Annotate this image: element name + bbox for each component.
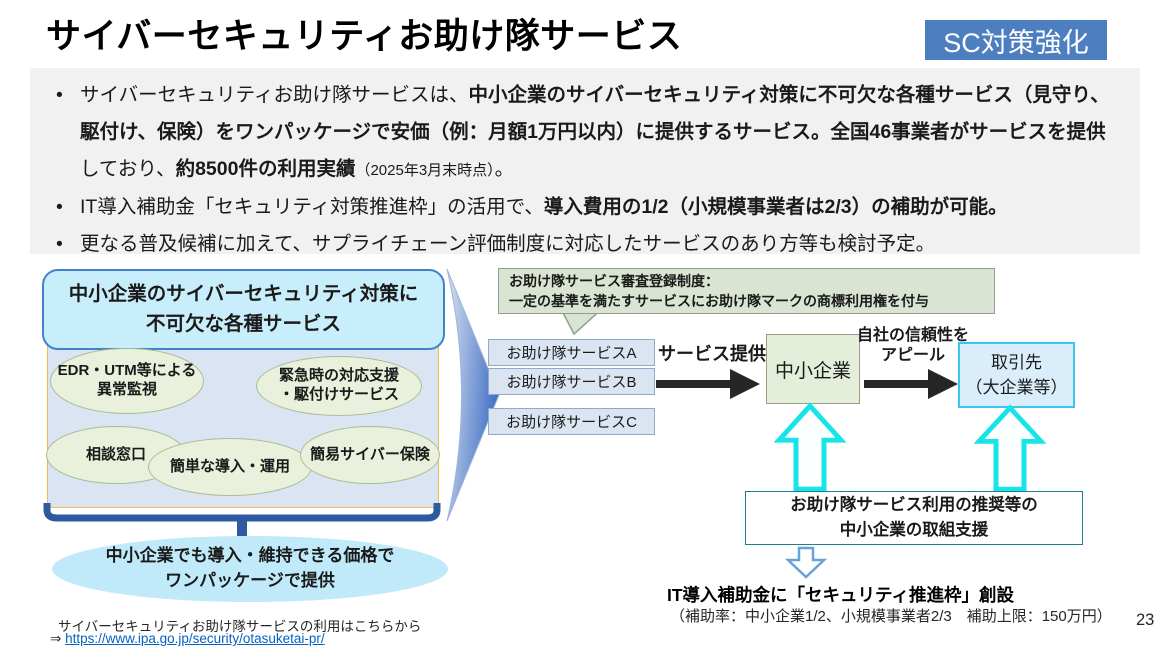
arrow-right-icon — [656, 369, 760, 399]
partner-box: 取引先 （大企業等） — [958, 342, 1075, 408]
sc-badge: SC対策強化 — [925, 20, 1107, 60]
bullet-text-bold: 導入費用の1/2（小規模事業者は2/3）の補助が可能。 — [543, 196, 1008, 218]
bullet-text: 更なる普及候補に加えて、サプライチェーン評価制度に対応したサービスのあり方等も検… — [80, 233, 936, 255]
provider-box-b: お助け隊サービスB — [488, 368, 655, 395]
summary-bullet-list: • サイバーセキュリティお助け隊サービスは、中小企業のサイバーセキュリティ対策に不… — [30, 68, 1140, 263]
arrow-right-glyph: ⇒ — [50, 631, 66, 646]
service-ellipse-insurance: 簡易サイバー保険 — [300, 426, 440, 484]
arrow-right-icon — [864, 369, 958, 399]
bullet-item: • IT導入補助金「セキュリティ対策推進枠」の活用で、導入費用の1/2（小規模事業… — [56, 189, 1120, 226]
arrow-head — [928, 369, 958, 399]
bullet-text: サイバーセキュリティお助け隊サービスは、 — [80, 84, 469, 106]
sme-box: 中小企業 — [766, 334, 860, 404]
service-ellipse-easy-deploy: 簡単な導入・運用 — [148, 438, 312, 496]
package-header: 中小企業のサイバーセキュリティ対策に 不可欠な各種サービス — [42, 269, 445, 350]
page-title: サイバーセキュリティお助け隊サービス — [46, 17, 683, 56]
provide-label: サービス提供 — [658, 344, 766, 364]
down-arrow-icon — [785, 546, 827, 579]
bullet-item: • 更なる普及候補に加えて、サプライチェーン評価制度に対応したサービスのあり方等も… — [56, 226, 1120, 263]
appeal-label: 自社の信頼性を アピール — [856, 327, 969, 364]
up-arrow-icon — [774, 402, 846, 492]
footer-link-row: ⇒ https://www.ipa.go.jp/security/otasuke… — [50, 631, 325, 647]
registry-note-bubble: お助け隊サービス審査登録制度： 一定の基準を満たすサービスにお助け隊マークの商標… — [498, 268, 995, 314]
subsidy-title: IT導入補助金に「セキュリティ推進枠」創設 — [667, 585, 1015, 605]
otasuketai-link[interactable]: https://www.ipa.go.jp/security/otasuketa… — [65, 631, 325, 646]
provider-box-a: お助け隊サービスA — [488, 339, 655, 366]
page-number: 23 — [1136, 611, 1155, 629]
bullet-text: IT導入補助金「セキュリティ対策推進枠」の活用で、 — [80, 196, 544, 218]
summary-panel: • サイバーセキュリティお助け隊サービスは、中小企業のサイバーセキュリティ対策に不… — [30, 68, 1140, 255]
chevron-right-icon — [446, 268, 500, 522]
arrow-shaft — [656, 380, 730, 388]
arrow-head — [730, 369, 760, 399]
bullet-text-bold: 中小企業のサイバーセキュリティ対策に不可欠な各種サービス（見守り、駆付け、保険）… — [80, 84, 1110, 143]
bullet-text-bold: 約8500件の利用実績 — [175, 158, 356, 180]
arrow-shaft — [864, 380, 928, 388]
brace-icon — [43, 503, 441, 536]
service-ellipse-edr-utm: EDR・UTM等による 異常監視 — [50, 348, 204, 414]
subsidy-detail: （補助率：中小企業1/2、小規模事業者2/3 補助上限：150万円） — [670, 608, 1112, 625]
price-ellipse: 中小企業でも導入・維持できる価格で ワンパッケージで提供 — [52, 536, 448, 602]
service-ellipse-emergency: 緊急時の対応支援 ・駆付けサービス — [256, 356, 422, 416]
support-box: お助け隊サービス利用の推奨等の 中小企業の取組支援 — [745, 491, 1083, 545]
bullet-text-note: （2025年3月末時点） — [355, 162, 495, 179]
bullet-item: • サイバーセキュリティお助け隊サービスは、中小企業のサイバーセキュリティ対策に不… — [56, 77, 1120, 189]
footer-note: サイバーセキュリティお助け隊サービスの利用はこちらから — [58, 619, 422, 634]
bullet-text: しており、 — [80, 158, 176, 180]
bullet-icon: • — [56, 196, 63, 218]
provider-box-c: お助け隊サービスC — [488, 408, 655, 435]
up-arrow-icon — [974, 404, 1046, 492]
bullet-icon: • — [56, 233, 63, 255]
bullet-icon: • — [56, 84, 63, 106]
bullet-text: 。 — [494, 158, 515, 180]
